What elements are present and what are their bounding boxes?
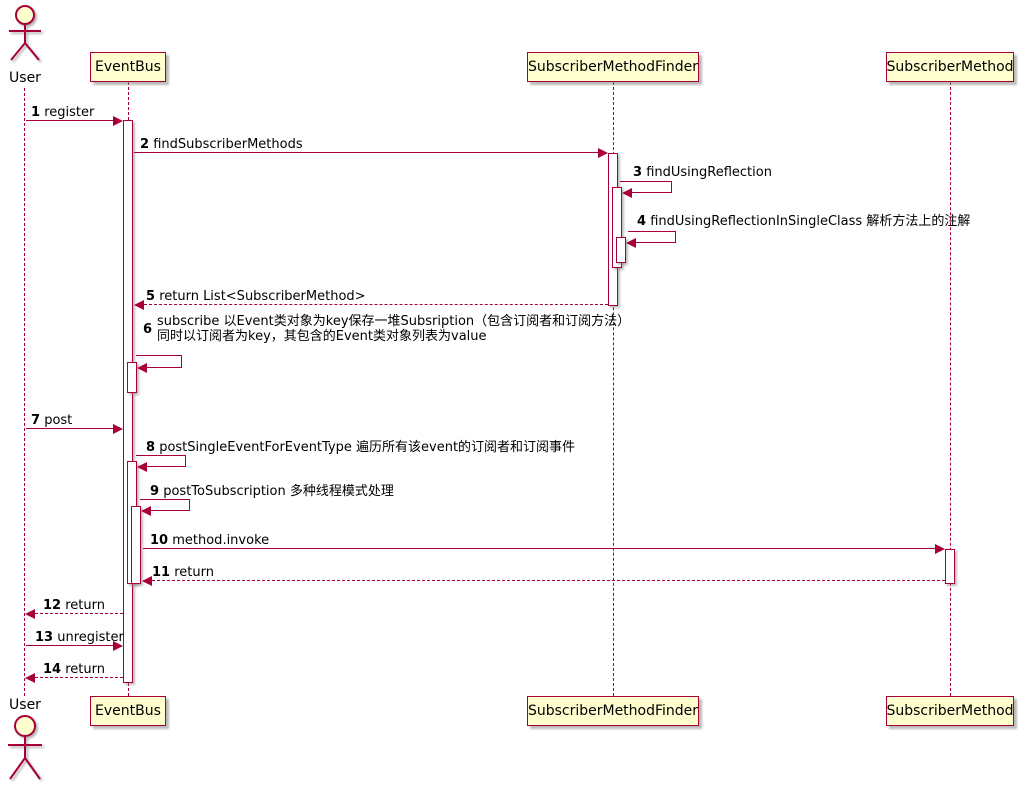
participant-label: EventBus (95, 703, 161, 719)
participant-subscribermethod-bottom: SubscriberMethod (886, 696, 1014, 726)
participant-label: SubscriberMethod (886, 59, 1014, 75)
message-13-line (26, 645, 114, 646)
participant-label: SubscriberMethod (886, 703, 1014, 719)
message-2-line (134, 152, 599, 153)
activation-finder-reflection (612, 187, 622, 268)
message-4-arrowhead (626, 238, 636, 248)
message-9-label: 9 postToSubscription 多种线程模式处理 (150, 484, 394, 499)
participant-subscribermethodfinder-bottom: SubscriberMethodFinder (527, 696, 699, 726)
message-13-arrowhead (113, 641, 123, 651)
message-10-line (143, 548, 936, 549)
activation-finder-singleclass (616, 237, 626, 263)
message-11-line (152, 580, 945, 581)
participant-eventbus-top: EventBus (90, 52, 166, 82)
message-8-line-back (147, 466, 186, 467)
message-5-label: 5 return List<SubscriberMethod> (146, 289, 366, 304)
message-14-line (35, 677, 123, 678)
message-6-line-out (136, 355, 182, 356)
message-12-arrowhead (25, 609, 35, 619)
actor-label-bottom: User (9, 697, 41, 713)
message-1-line (26, 120, 114, 121)
message-9-line-down (189, 499, 190, 511)
message-2-arrowhead (598, 148, 608, 158)
message-10-arrowhead (935, 544, 945, 554)
message-6-number: 6 (143, 322, 153, 337)
message-6-label: subscribe 以Event类对象为key保存一堆Subsription（包… (157, 314, 631, 344)
user-actor-icon (9, 5, 41, 61)
participant-label: SubscriberMethodFinder (527, 59, 699, 75)
message-14-label: 14 return (43, 662, 105, 677)
message-9-line-out (140, 499, 190, 500)
message-3-line-out (620, 181, 672, 182)
message-5-line (144, 304, 608, 305)
participant-label: EventBus (95, 59, 161, 75)
participant-subscribermethodfinder-top: SubscriberMethodFinder (527, 52, 699, 82)
user-actor-icon-bottom (8, 715, 42, 780)
activation-eventbus-subscribe (127, 362, 137, 393)
activation-subscribermethod (945, 549, 955, 584)
message-4-line-back (636, 242, 676, 243)
message-3-line-back (632, 192, 672, 193)
lifeline-subscribermethod (950, 82, 951, 696)
message-8-arrowhead (137, 462, 147, 472)
message-4-line-out (628, 231, 676, 232)
participant-subscribermethod-top: SubscriberMethod (886, 52, 1014, 82)
message-11-label: 11 return (152, 565, 214, 580)
lifeline-user (24, 88, 25, 696)
message-10-label: 10 method.invoke (150, 533, 270, 548)
message-11-arrowhead (142, 576, 152, 586)
message-9-line-back (151, 510, 190, 511)
message-8-label: 8 postSingleEventForEventType 遍历所有该event… (146, 440, 576, 455)
message-6-arrowhead (137, 363, 147, 373)
activation-eventbus-posttosub (131, 506, 141, 584)
message-7-arrowhead (113, 424, 123, 434)
message-2-label: 2 findSubscriberMethods (140, 137, 303, 152)
message-13-label: 13 unregister (35, 630, 124, 645)
activation-eventbus-main (123, 120, 133, 683)
message-4-label: 4 findUsingReflectionInSingleClass 解析方法上… (637, 214, 971, 229)
actor-label-top: User (9, 70, 41, 86)
message-8-line-out (136, 455, 186, 456)
message-3-line-down (671, 181, 672, 193)
participant-label: SubscriberMethodFinder (527, 703, 699, 719)
message-3-arrowhead (622, 188, 632, 198)
message-7-line (26, 428, 114, 429)
message-5-arrowhead (134, 300, 144, 310)
message-7-label: 7 post (31, 413, 73, 428)
message-6-line-back (147, 367, 182, 368)
message-4-line-down (675, 231, 676, 243)
message-1-label: 1 register (31, 105, 95, 120)
participant-eventbus-bottom: EventBus (90, 696, 166, 726)
lifeline-subscribermethodfinder (613, 82, 614, 696)
message-14-arrowhead (25, 673, 35, 683)
message-8-line-down (185, 455, 186, 467)
message-12-label: 12 return (43, 598, 105, 613)
message-6-line-down (181, 355, 182, 368)
message-9-arrowhead (141, 506, 151, 516)
message-3-label: 3 findUsingReflection (633, 165, 772, 180)
message-1-arrowhead (113, 116, 123, 126)
message-12-line (35, 613, 123, 614)
